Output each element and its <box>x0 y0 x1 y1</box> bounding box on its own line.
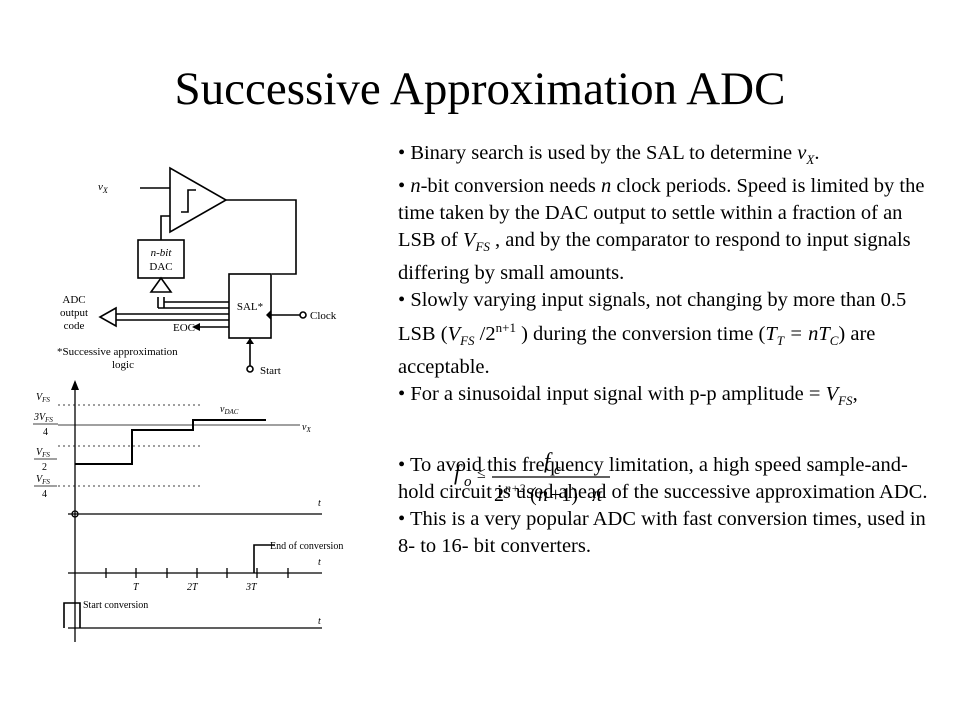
vdac-waveform <box>75 419 266 465</box>
tick-T-label: T <box>133 582 140 593</box>
y-label-3vfs-den: 4 <box>43 427 48 438</box>
formula-f: f <box>454 460 463 485</box>
tick-2T-label: 2T <box>187 582 199 593</box>
clock-label: Clock <box>310 310 337 322</box>
bullet-4: • For a sinusoidal input signal with p-p… <box>398 383 858 409</box>
y-label-quarter: VFS <box>36 474 50 486</box>
dac-label-line1: n-bit <box>151 247 173 259</box>
adc-output-arrow <box>98 306 117 328</box>
block-diagram <box>98 166 307 373</box>
formula-den-n: n <box>538 484 548 506</box>
eoc-label: EOC <box>173 322 195 334</box>
formula-den-pi: π <box>592 484 603 506</box>
end-of-conversion-label: End of conversion <box>270 541 343 552</box>
bullet-6: • This is a very popular ADC with fast c… <box>398 508 926 558</box>
start-conversion-label: Start conversion <box>83 600 148 611</box>
y-label-vfs: VFS <box>36 392 50 404</box>
formula-le: ≤ <box>477 465 486 482</box>
formula-num-c: c <box>554 462 561 478</box>
footnote-line1: *Successive approximation <box>57 346 178 358</box>
comparator-symbol <box>169 166 228 234</box>
bullet-list: • Binary search is used by the SAL to de… <box>398 140 938 560</box>
y-label-half-den: 2 <box>42 462 47 473</box>
adc-output-label-2: output <box>60 307 88 319</box>
slide-title: Successive Approximation ADC <box>174 63 786 115</box>
formula-o: o <box>464 474 472 490</box>
adc-output-label-1: ADC <box>62 294 85 306</box>
formula-den-open: ( <box>530 484 537 506</box>
bullet-2: • n-bit conversion needs n clock periods… <box>398 175 925 285</box>
y-label-quarter-den: 4 <box>42 489 47 500</box>
adc-output-label-3: code <box>64 320 85 332</box>
frequency-formula: f o ≤ f c 2 n+2 ( n +1) π <box>454 448 610 506</box>
y-label-half: VFS <box>36 447 50 459</box>
t-label-3: t <box>318 616 321 627</box>
comparator-step-icon <box>181 189 196 213</box>
dac-to-comparator-line <box>160 215 170 240</box>
adc-diagram: vX n-bit DAC SAL* ADC output code EOC Cl… <box>33 166 343 642</box>
start-pulse <box>63 602 81 628</box>
comparator-output-line <box>226 199 297 275</box>
y-label-3vfs: 3VFS <box>33 412 53 424</box>
formula-den-2: 2 <box>494 484 504 506</box>
start-label: Start <box>260 365 281 377</box>
timing-labels: VFS 3VFS 4 VFS 2 VFS 4 vDAC vX t t t End… <box>33 392 343 627</box>
formula-den-sup: n+2 <box>505 481 525 495</box>
dac-label-line2: DAC <box>149 261 172 273</box>
sal-label: SAL* <box>237 301 263 313</box>
bullet-5: • To avoid this frequency limitation, a … <box>398 454 928 504</box>
vx-timing-label: vX <box>302 422 311 434</box>
bullet-3: • Slowly varying input signals, not chan… <box>398 289 907 379</box>
t-label-1: t <box>318 498 321 509</box>
timing-diagram <box>58 380 322 642</box>
formula-den-plus: +1) <box>550 484 578 506</box>
formula-num-f: f <box>544 448 553 473</box>
footnote-line2: logic <box>112 359 134 371</box>
eoc-pulse <box>253 544 275 573</box>
bullet-1: • Binary search is used by the SAL to de… <box>398 142 820 168</box>
t-label-2: t <box>318 557 321 568</box>
dac-input-arrow <box>149 276 173 293</box>
block-diagram-labels: vX n-bit DAC SAL* ADC output code EOC Cl… <box>57 181 337 377</box>
vx-label: vX <box>98 181 109 195</box>
vdac-label: vDAC <box>220 404 239 416</box>
tick-3T-label: 3T <box>245 582 258 593</box>
